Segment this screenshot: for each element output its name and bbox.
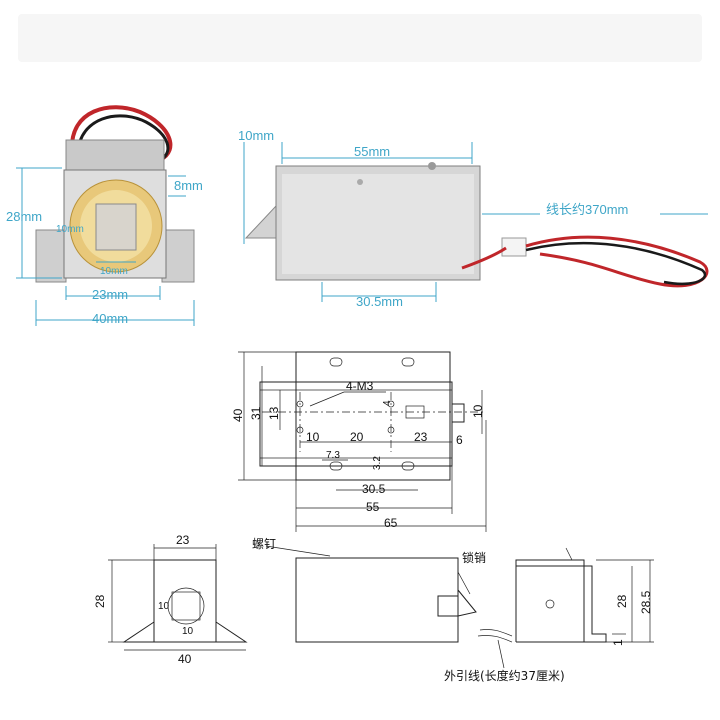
dim-4-m3-label: 4-M3 (346, 379, 374, 393)
photo-end-view: 28mm 8mm 10mm 10mm 23mm 40mm (6, 105, 203, 326)
photo-inner-h-label: 10mm (100, 266, 128, 277)
dim-20-label: 20 (350, 430, 364, 444)
dim-23-label: 23 (414, 430, 428, 444)
dim-31-label: 31 (249, 406, 263, 420)
drawing-front-view: 23 28 40 10 10 (93, 533, 248, 666)
dim-65-label: 65 (384, 516, 398, 530)
photo-mount-label: 30.5mm (356, 294, 403, 309)
dim-30-5-label: 30.5 (362, 482, 386, 496)
side-thickness-label: 1 (611, 639, 625, 646)
dim-55-label: 55 (366, 500, 380, 514)
dim-40-label: 40 (231, 408, 245, 422)
front-inner-h-label: 10 (182, 626, 194, 637)
photo-plunger-label: 10mm (238, 128, 274, 143)
photo-side-view: 10mm 55mm 线长约370mm 30.5mm (238, 128, 709, 309)
photo-body-label: 55mm (354, 144, 390, 159)
dim-10-label: 10 (306, 430, 320, 444)
dim-7-3-label: 7.3 (326, 450, 340, 461)
front-inner-v-label: 10 (158, 601, 170, 612)
drawing-side-view: 螺钉 锁销 外引线(长度约37厘米) (252, 537, 565, 683)
side-height-28-5-label: 28.5 (639, 590, 653, 614)
photo-width-inner-label: 23mm (92, 287, 128, 302)
front-base-label: 40 (178, 652, 192, 666)
top-banner (18, 14, 702, 62)
side-height-28-label: 28 (615, 594, 629, 608)
drawing-top-view: 40 31 13 4-M3 4 10 10 20 23 6 7.3 3.2 30… (231, 351, 487, 532)
photo-width-outer-label: 40mm (92, 311, 128, 326)
screw-label: 螺钉 (252, 537, 276, 551)
photo-inner-v-label: 10mm (56, 224, 84, 235)
photo-height-label: 28mm (6, 209, 42, 224)
dim-6-label: 6 (456, 433, 463, 447)
front-width-label: 23 (176, 533, 190, 547)
dim-plunger-10-label: 10 (471, 404, 485, 418)
dim-hole-dia-label: 4 (382, 400, 393, 406)
wire-length-label: 外引线(长度约37厘米) (444, 668, 565, 683)
photo-top-label: 8mm (174, 178, 203, 193)
dim-3-2-label: 3.2 (372, 456, 383, 470)
dim-13-label: 13 (267, 406, 281, 420)
drawing-end-view: 28 28.5 1 (515, 547, 654, 646)
front-height-label: 28 (93, 594, 107, 608)
latch-label: 锁销 (462, 550, 486, 565)
photo-wire-label: 线长约370mm (546, 202, 628, 217)
